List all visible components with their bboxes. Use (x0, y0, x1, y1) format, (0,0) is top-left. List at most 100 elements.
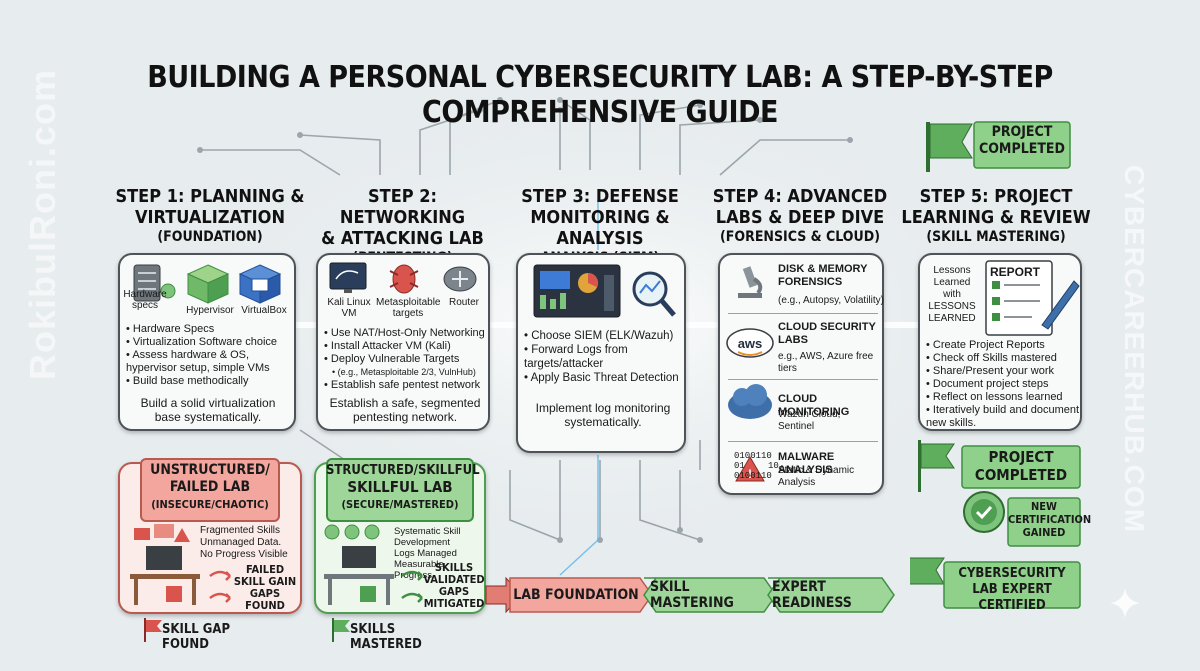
step-1-heading-line1: STEP 1: PLANNING & (115, 186, 305, 207)
step-2-bullets: Use NAT/Host-Only Networking Install Att… (324, 327, 490, 392)
failed-lab-title: UNSTRUCTURED/ FAILED LAB (INSECURE/CHAOT… (142, 462, 278, 513)
step-4-heading-line2: LABS & DEEP DIVE (715, 207, 885, 228)
green-arrows-icon (401, 570, 423, 603)
outcome: SKILL GAIN (233, 575, 297, 588)
pathway-arrows (485, 576, 895, 614)
messy-desk-icon (130, 524, 200, 605)
pathway-label: EXPERT READINESS (772, 579, 852, 611)
skills-mastered-flag-label: SKILLS MASTERED (350, 622, 422, 652)
icon-label-router: Router (448, 297, 479, 308)
step-2-heading-line1: STEP 2: NETWORKING (339, 186, 466, 228)
list-item: Use NAT/Host-Only Networking (324, 327, 490, 340)
pathway-label: LAB FOUNDATION (513, 587, 639, 603)
malware-title: MALWARE ANALYSIS (778, 451, 835, 476)
outcome: SKILLS (434, 561, 474, 574)
list-item: Document project steps (926, 378, 1082, 391)
divider (728, 379, 878, 380)
cloud-security-text: e.g., AWS, Azure free tiers (778, 351, 874, 374)
binary-warning-icon: ! (735, 456, 765, 482)
step-2-card: Kali Linux VM Metasploitable targets Rou… (316, 253, 490, 431)
failed-lab-subtitle: (INSECURE/CHAOTIC) (151, 498, 269, 511)
microscope-icon (738, 266, 763, 298)
hypervisor-cube-icon (186, 264, 230, 304)
red-flag-icon (144, 618, 162, 642)
list-item: Hardware Specs (126, 323, 296, 336)
icon-label-metasploitable: Metasploitable targets (376, 297, 441, 319)
cloud-icon (728, 384, 772, 419)
skillful-lab-notes: Systematic Skill Development Logs Manage… (394, 526, 484, 581)
binary-line: 0100110 (734, 451, 772, 461)
icon-label-kali: Kali Linux VM (327, 297, 371, 319)
icon-label-hypervisor: Hypervisor (186, 305, 234, 316)
note: Development (394, 537, 450, 548)
svg-text:aws: aws (738, 336, 763, 351)
skillful-lab-outcomes: SKILLS VALIDATED GAPS MITIGATED (422, 562, 486, 610)
pathway-label: SKILL MASTERING (650, 579, 734, 611)
skillful-lab-title-line2: SKILLFUL LAB (347, 478, 453, 496)
icon-label-virtualbox: VirtualBox (241, 305, 287, 316)
step-5-subheading: (SKILL MASTERING) (926, 229, 1066, 245)
step-3-bullets: Choose SIEM (ELK/Wazuh) Forward Logs fro… (524, 329, 686, 385)
lessons-learned-label: Lessons Learned with LESSONS LEARNED (928, 265, 976, 324)
list-item: (e.g., Metasploitable 2/3, VulnHub) (324, 366, 490, 379)
step-1-heading-line2: VIRTUALIZATION (135, 207, 285, 228)
step-1-card: Hardware specs Hypervisor VirtualBox Har… (118, 253, 296, 431)
cloud-security-title: CLOUD SECURITY LABS (778, 321, 876, 346)
skill-gap-flag-label: SKILL GAP FOUND (162, 622, 231, 652)
medal-icon (963, 491, 1005, 533)
list-item: Deploy Vulnerable Targets (324, 353, 490, 366)
aws-cloud-icon: aws (726, 328, 774, 358)
list-item: Create Project Reports (926, 339, 1082, 352)
failed-lab-notes: Fragmented Skills Unmanaged Data. No Pro… (200, 525, 292, 561)
icon-label-hardware: Hardware specs (123, 289, 167, 311)
bug-icon (389, 264, 419, 294)
report-icon (985, 260, 1080, 336)
list-item: Apply Basic Threat Detection (524, 371, 686, 385)
outcome: FAILED (245, 563, 285, 576)
note: Unmanaged Data. (200, 537, 282, 548)
siem-dashboard-icon (533, 264, 621, 318)
failed-lab-outcomes: FAILED SKILL GAIN GAPS FOUND (232, 564, 298, 612)
svg-text:!: ! (748, 467, 752, 481)
expert-certified-text: CYBERSECURITY LAB EXPERT CERTIFIED (958, 566, 1066, 613)
binary-line: 10 (768, 461, 779, 471)
cloud-monitoring-text: Wazuh Cloud, Sentinel (778, 409, 841, 432)
binary-text: 0100110 01 10 0100110 (734, 451, 786, 481)
list-item: Reflect on lessons learned (926, 391, 1082, 404)
virtualbox-icon (238, 264, 282, 304)
top-project-completed-text: PROJECT COMPLETED (978, 124, 1065, 157)
outcome: FOUND (245, 599, 285, 612)
step-2-heading-line2: & ATTACKING LAB (321, 228, 484, 249)
list-item: Build base methodically (126, 375, 296, 388)
step-1-bullets: Hardware Specs Virtualization Software c… (126, 323, 296, 388)
skillful-lab-title-line1: STRUCTURED/SKILLFUL (326, 463, 480, 478)
project-completed-text: PROJECT COMPLETED (974, 448, 1068, 484)
step-3-heading-line2: MONITORING & ANALYSIS (530, 207, 670, 249)
skillful-lab-title: STRUCTURED/SKILLFUL SKILLFUL LAB (SECURE… (326, 462, 480, 513)
cloud-monitoring-title: CLOUD MONITORING (778, 393, 850, 418)
step-3-summary: Implement log monitoring systematically. (535, 401, 671, 429)
divider (728, 313, 878, 314)
step-3-heading-line1: STEP 3: DEFENSE (521, 186, 679, 207)
step-5-bullets: Create Project Reports Check off Skills … (926, 339, 1082, 430)
outcome: GAPS (249, 587, 281, 600)
forensics-title: DISK & MEMORY FORENSICS (778, 263, 868, 288)
magnifier-chart-icon (632, 271, 676, 317)
step-2-summary: Establish a safe, segmented pentesting n… (329, 396, 481, 424)
pathway-lab-foundation: LAB FOUNDATION (512, 578, 640, 612)
list-item: Choose SIEM (ELK/Wazuh) (524, 329, 686, 343)
step-1-summary: Build a solid virtualization base system… (140, 396, 276, 424)
step-4-icons: aws ! (726, 266, 774, 482)
pathway-skill-mastering: SKILL MASTERING (650, 578, 764, 612)
forensics-text: (e.g., Autopsy, Volatility) (778, 295, 884, 306)
binary-line: 01 (734, 461, 745, 471)
failed-lab-title-line2: FAILED LAB (169, 479, 251, 495)
step-4-heading-line1: STEP 4: ADVANCED (712, 186, 888, 207)
step-1-icons (133, 264, 282, 304)
note: Measurable Progress (394, 559, 444, 581)
step-3-icons (533, 264, 676, 318)
list-item: Establish safe pentest network (324, 379, 490, 392)
divider (728, 441, 878, 442)
list-item: Virtualization Software choice (126, 336, 296, 349)
red-arrows-icon (209, 570, 231, 603)
